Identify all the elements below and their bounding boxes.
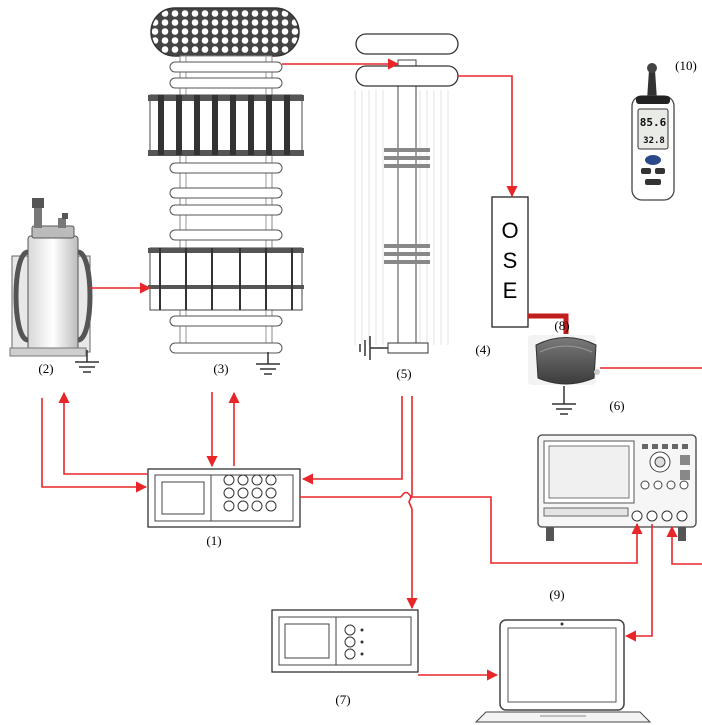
ground-symbol <box>552 386 576 415</box>
recorder <box>271 609 419 673</box>
label-transformer: (2) <box>38 361 53 376</box>
ose-sensor-cable <box>528 313 569 334</box>
label-multiplier: (3) <box>213 361 228 376</box>
ground-symbol <box>359 336 388 360</box>
ose-box: O S E <box>491 196 529 328</box>
ose-letter-o: O <box>501 218 518 243</box>
label-console: (1) <box>206 533 221 548</box>
hygrometer: 85.6 32.8 <box>631 63 675 201</box>
component-labels: (1) (2) (3) (4) (5) (6) (7) (8) (9) (10) <box>38 58 696 707</box>
lower-capacitor-stack <box>148 247 304 311</box>
control-console <box>147 468 301 528</box>
ground-symbol <box>75 350 99 373</box>
hygrometer-reading-2: 32.8 <box>643 136 665 146</box>
label-hygrometer: (10) <box>675 58 697 73</box>
upper-capacitor-stack <box>148 94 304 156</box>
signal-connections <box>41 58 702 681</box>
label-ground: (6) <box>609 398 624 413</box>
label-ose: (4) <box>475 342 490 357</box>
sensor-coil <box>528 335 600 385</box>
voltage-multiplier-tower <box>148 7 304 354</box>
laptop <box>474 619 652 723</box>
ose-letter-s: S <box>503 248 518 273</box>
label-divider: (5) <box>396 366 411 381</box>
label-oscilloscope: (9) <box>549 587 564 602</box>
transformer <box>9 198 93 357</box>
capacitive-divider <box>354 33 459 354</box>
oscilloscope <box>537 434 697 541</box>
ose-letter-e: E <box>503 278 518 303</box>
label-sensor: (8) <box>554 318 569 333</box>
label-recorder: (7) <box>335 692 350 707</box>
hygrometer-reading-1: 85.6 <box>640 116 667 129</box>
corona-ring-top <box>150 7 300 57</box>
ground-symbol <box>256 352 280 375</box>
